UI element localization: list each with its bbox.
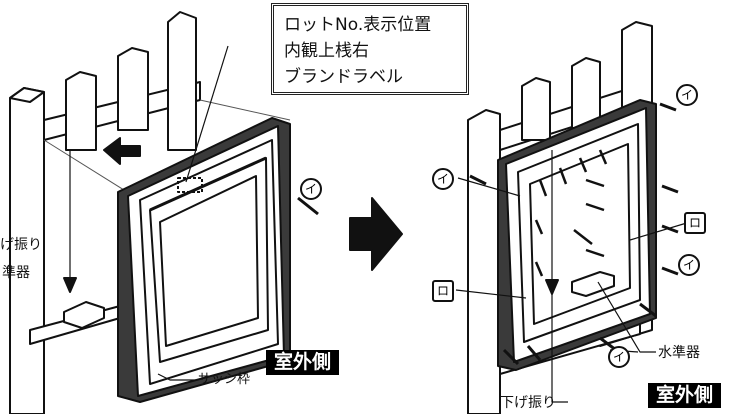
insert-arrow [103,137,141,165]
left-plumb-label: げ振り [0,237,42,253]
callout-line-3: ブランドラベル [284,67,403,87]
step-arrow [349,197,403,271]
right-plumb-label: 下げ振り [500,395,556,411]
right-outdoor-side-tag: 室外側 [648,383,722,408]
right-level-device [571,271,615,297]
right-marker-ro-right: ロ [684,212,706,234]
right-marker-i-mid: イ [678,254,700,276]
right-level-label: 水準器 [658,345,700,361]
lot-number-callout: ロットNo.表示位置 内観上桟右 ブランドラベル [271,3,469,95]
left-plumb-bob [63,150,77,293]
sash-frame-label: サッシ枠 [198,372,251,387]
left-level-label: 準器 [2,265,30,281]
left-window-frame [117,117,291,403]
right-shims [534,149,608,277]
callout-line-2: 内観上桟右 [284,41,369,61]
right-plumb-bob [545,150,559,295]
right-marker-i-bottom: イ [608,346,630,368]
left-level-device [63,301,105,329]
left-outdoor-side-tag: 室外側 [266,350,340,375]
left-marker-i: イ [300,178,322,200]
right-marker-i-top: イ [676,84,698,106]
right-marker-ro-left: ロ [432,280,454,302]
callout-line-1: ロットNo.表示位置 [284,15,432,35]
right-marker-i-left: イ [432,168,454,190]
